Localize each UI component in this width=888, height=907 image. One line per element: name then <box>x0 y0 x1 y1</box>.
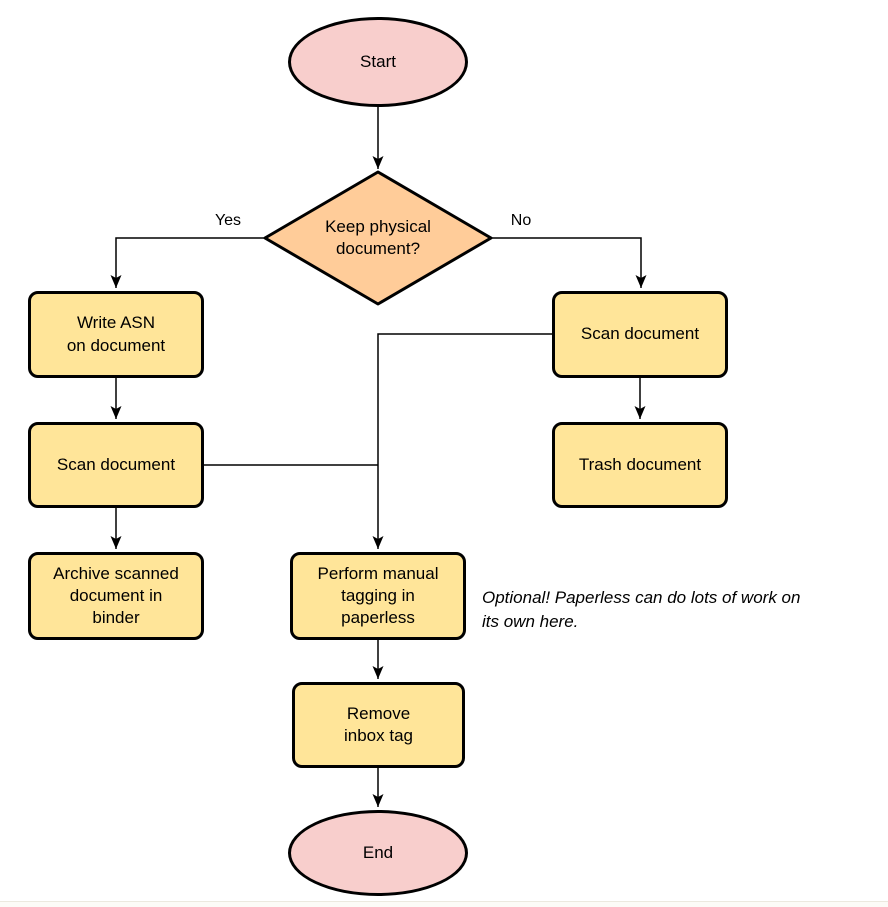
trash-document-node: Trash document <box>552 422 728 508</box>
decision-node-label: Keep physical document? <box>325 216 431 258</box>
scan-document-left-node: Scan document <box>28 422 204 508</box>
yes-edge-label: Yes <box>214 212 242 229</box>
write-asn-node: Write ASN on document <box>28 291 204 378</box>
scan-document-right-node: Scan document <box>552 291 728 378</box>
start-node: Start <box>288 17 468 107</box>
decision-node-shape <box>263 170 493 306</box>
page-bottom-divider <box>0 901 888 907</box>
edge-scanright-to-tagging <box>372 333 552 549</box>
no-edge-label: No <box>510 212 532 229</box>
manual-tagging-node: Perform manual tagging in paperless <box>290 552 466 640</box>
annotation-text: Optional! Paperless can do lots of work … <box>482 588 801 632</box>
end-node: End <box>288 810 468 896</box>
remove-inbox-tag-node: Remove inbox tag <box>292 682 465 768</box>
edge-decision-no <box>490 237 647 288</box>
edge-decision-yes <box>110 237 266 288</box>
archive-binder-node: Archive scanned document in binder <box>28 552 204 640</box>
